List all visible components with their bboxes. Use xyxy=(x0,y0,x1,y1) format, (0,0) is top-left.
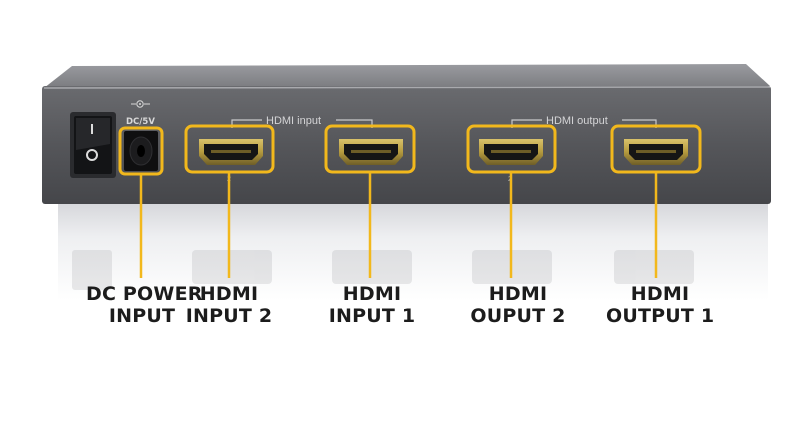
callout-line: INPUT 2 xyxy=(185,305,273,327)
power-switch[interactable] xyxy=(70,112,116,178)
dc-power-jack[interactable] xyxy=(124,131,158,171)
dc-polarity-icon xyxy=(131,100,150,108)
callout-hdmi-input-2: HDMI INPUT 2 xyxy=(184,283,274,327)
callout-line: DC POWER xyxy=(86,283,203,305)
callout-line: OUPUT 2 xyxy=(470,305,566,327)
callout-hdmi-output-2: HDMI OUPUT 2 xyxy=(466,283,570,327)
callout-line: HDMI xyxy=(488,283,548,305)
hdmi-output-2-port[interactable] xyxy=(479,139,543,165)
callout-hdmi-output-1: HDMI OUTPUT 1 xyxy=(606,283,714,327)
dc-5v-label: DC/5V xyxy=(126,117,155,127)
callout-line: INPUT xyxy=(108,305,176,327)
hdmi-input-2-port[interactable] xyxy=(199,139,263,165)
callout-hdmi-input-1: HDMI INPUT 1 xyxy=(322,283,422,327)
device-top xyxy=(44,64,770,88)
hdmi-output-1-port[interactable] xyxy=(624,139,688,165)
callout-line: HDMI xyxy=(199,283,259,305)
callout-line: INPUT 1 xyxy=(328,305,416,327)
callout-line: HDMI xyxy=(630,283,690,305)
callout-dc-power-input: DC POWER INPUT xyxy=(86,283,203,327)
hdmi-input-group-label: HDMI input xyxy=(266,115,321,127)
callout-line: HDMI xyxy=(342,283,402,305)
callout-line: OUTPUT 1 xyxy=(606,305,715,327)
device-front-panel xyxy=(42,86,771,204)
hdmi-output-group-label: HDMI output xyxy=(546,115,608,127)
hdmi-input-1-port[interactable] xyxy=(339,139,403,165)
